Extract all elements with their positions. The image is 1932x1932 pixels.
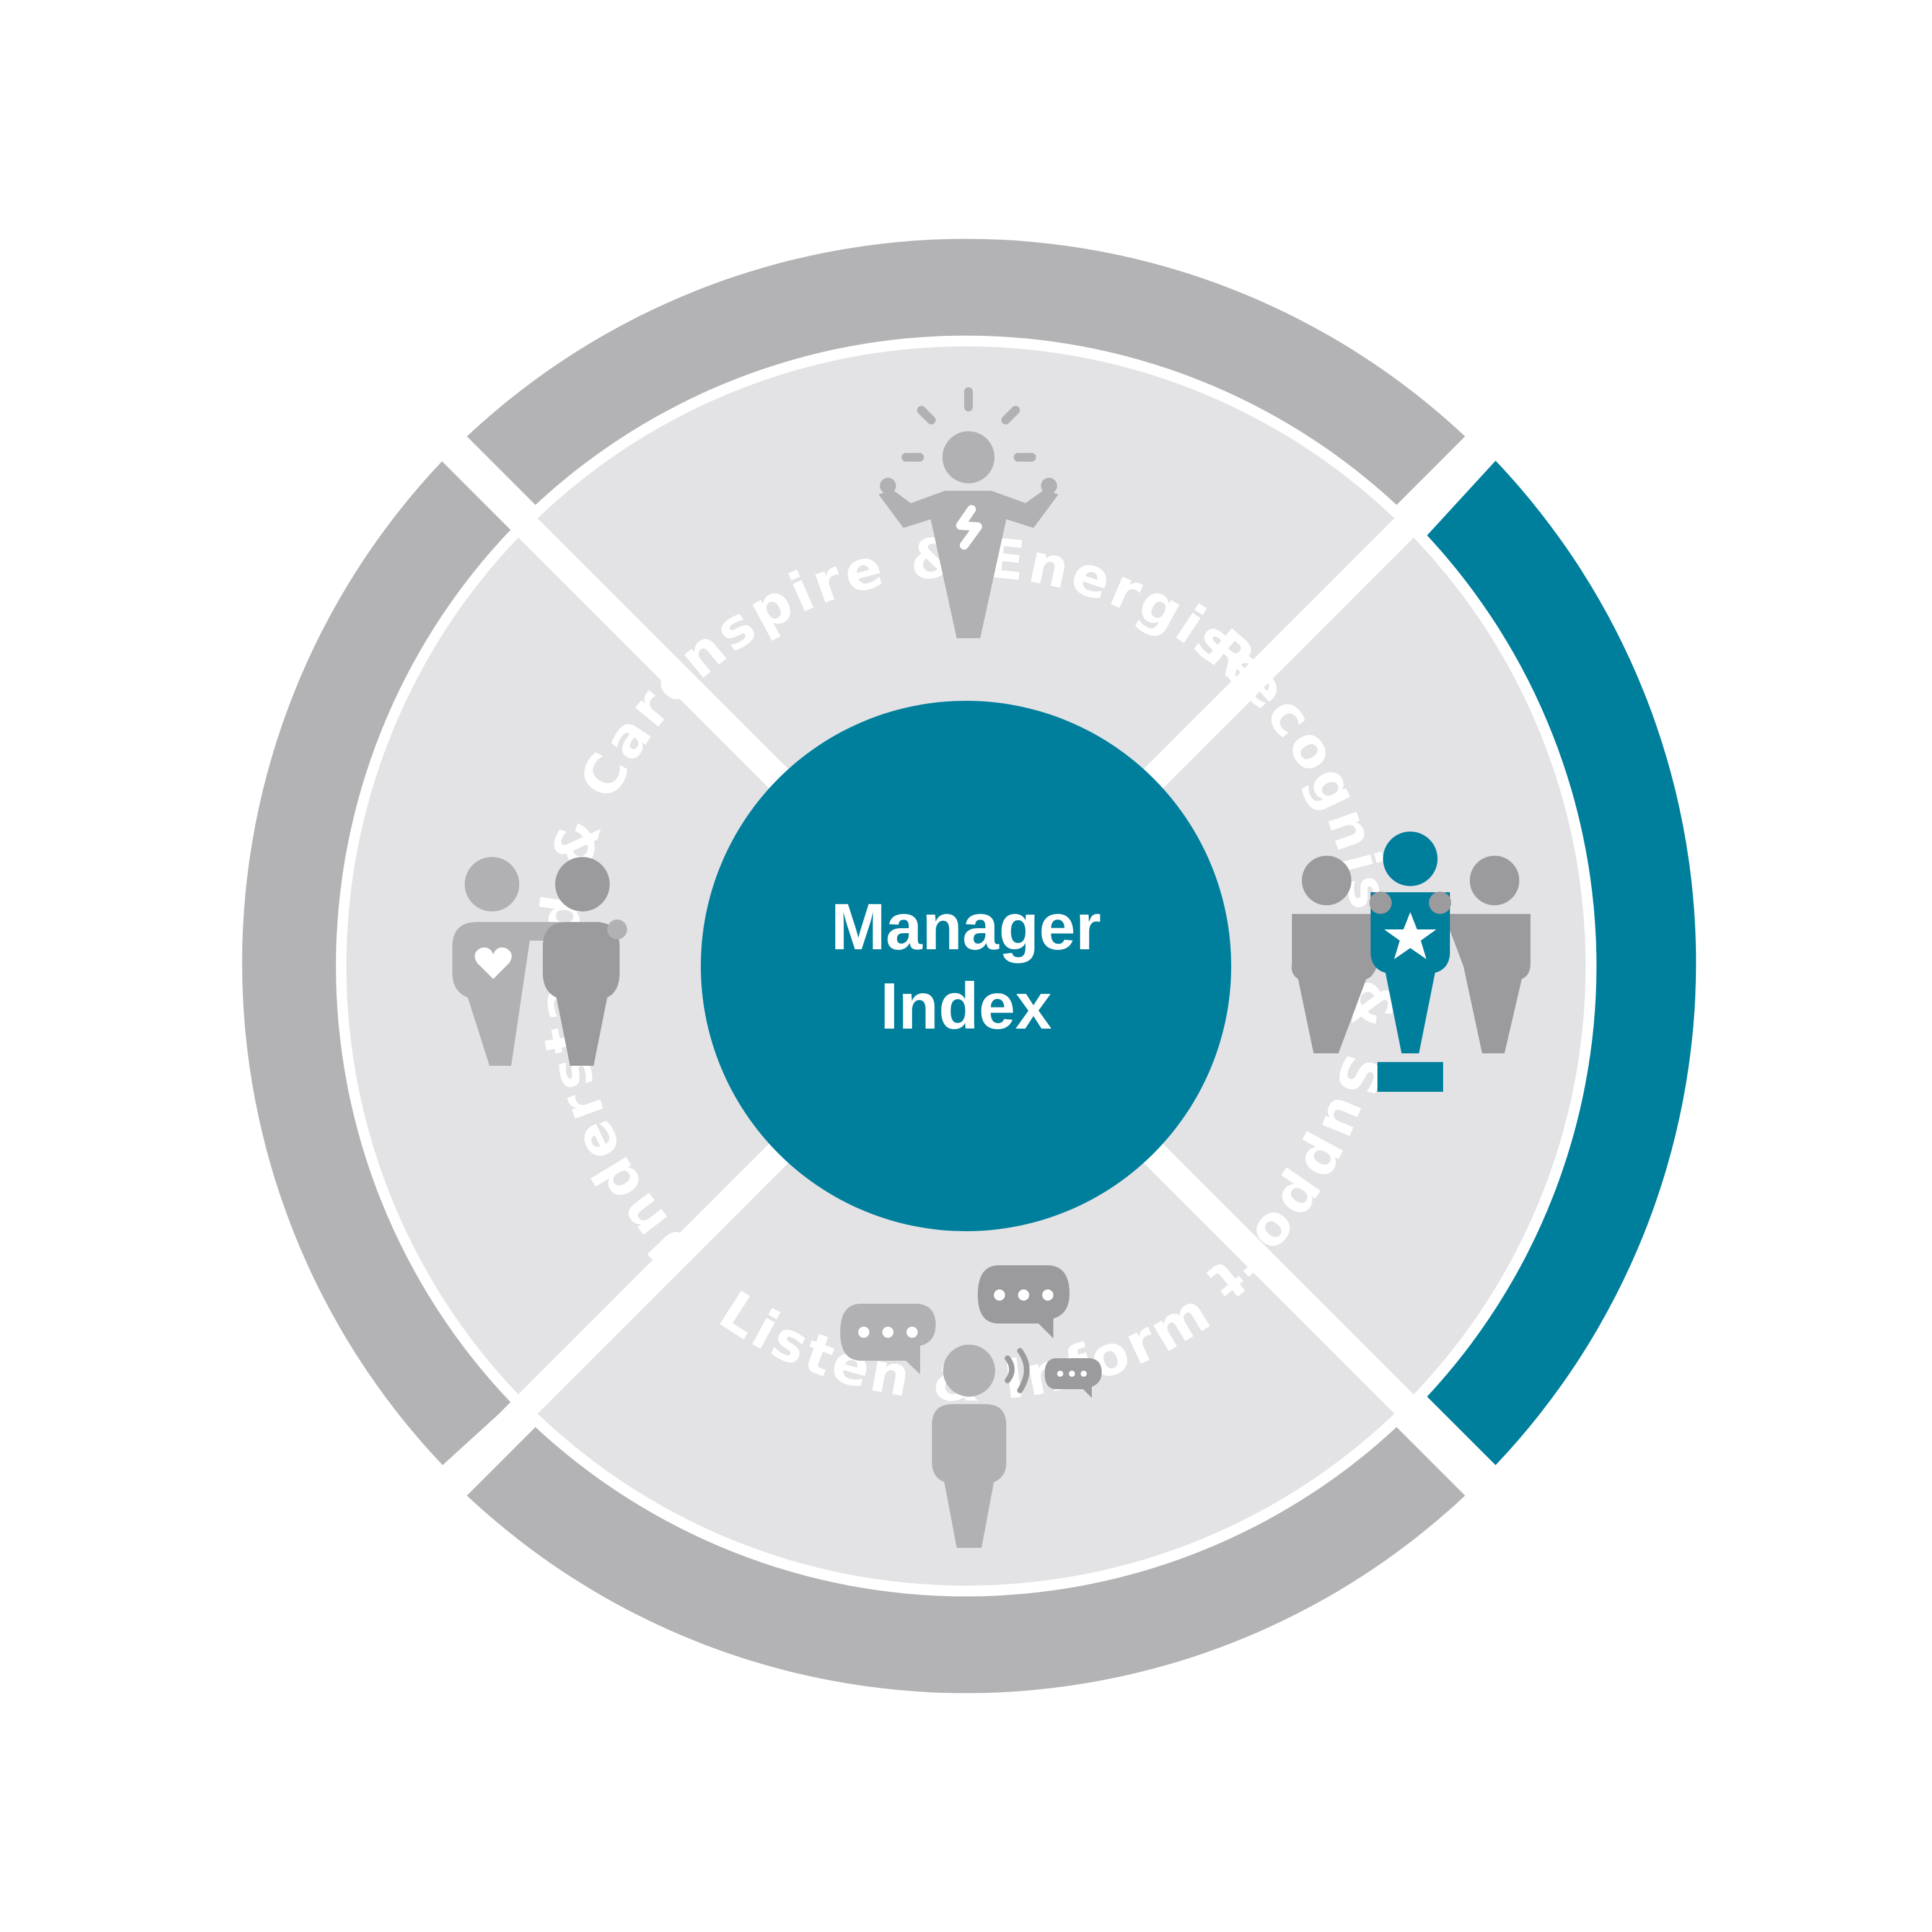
center-title-line1: Manager [831,890,1101,964]
award-podium-icon [1291,832,1530,1092]
center-title-line2: Index [880,970,1052,1043]
speech-bubbles-person-icon [840,1265,1102,1548]
caring-pair-icon [452,857,627,1066]
center-circle [701,701,1231,1231]
energised-person-icon [879,387,1058,638]
ring-segment-top [467,239,1465,505]
ring-segment-bottom [467,1427,1465,1693]
ring-segment-right [1427,460,1697,1465]
ring-segment-left [242,460,511,1465]
